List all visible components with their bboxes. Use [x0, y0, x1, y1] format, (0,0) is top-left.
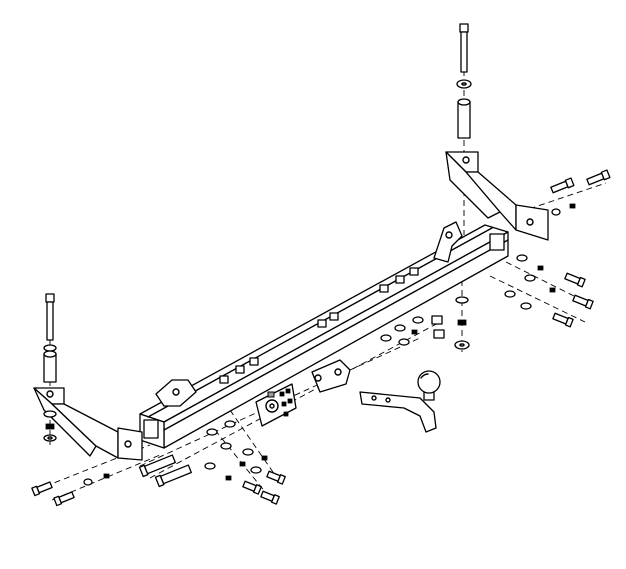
electrical-mounting-plate	[255, 383, 297, 427]
center-washers-nuts	[380, 315, 445, 346]
left-side-bracket	[33, 387, 143, 461]
right-lower-nut-stack	[454, 296, 470, 350]
center-bottom-bolts	[204, 442, 286, 505]
right-upper-bolts	[550, 169, 611, 216]
tow-ball-arm	[359, 391, 437, 433]
tow-ball	[417, 370, 441, 401]
beam-front-face	[163, 231, 509, 449]
beam-upper-bracket	[433, 221, 463, 263]
tow-ball-neck-bracket	[311, 359, 351, 393]
right-vertical-bolt	[456, 23, 472, 139]
left-bottom-bolts	[31, 473, 110, 507]
right-lower-bolts	[504, 254, 594, 328]
beam-mounting-studs	[219, 267, 419, 384]
beam-left-bracket	[155, 379, 197, 407]
right-side-bracket	[445, 151, 549, 241]
center-long-bolts	[138, 420, 236, 488]
cross-beam	[139, 224, 509, 449]
left-vertical-bolt	[43, 293, 57, 442]
